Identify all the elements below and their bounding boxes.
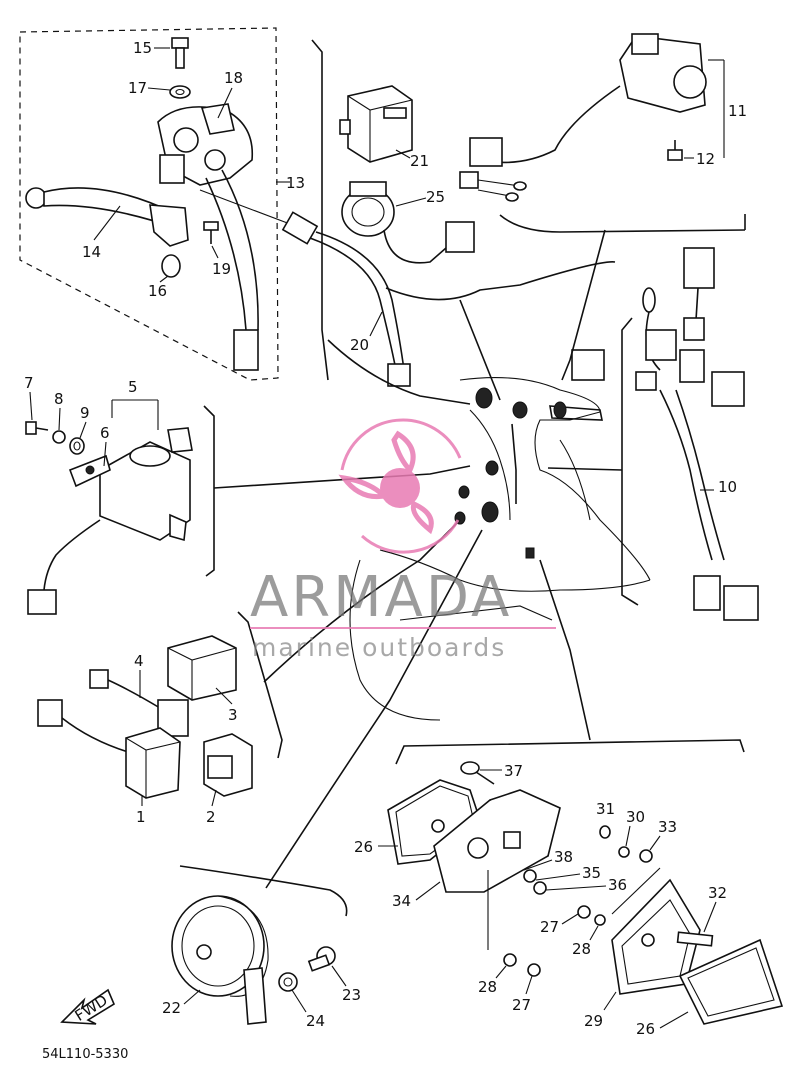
callout-27-b: 27 <box>512 996 531 1014</box>
callout-6: 6 <box>100 424 110 442</box>
relay-21 <box>339 85 413 163</box>
reflector-bracket-29 <box>611 867 701 995</box>
watermark-tagline: marine outboards <box>252 633 506 662</box>
washer-24 <box>278 972 298 992</box>
callout-33: 33 <box>658 818 677 836</box>
callout-21: 21 <box>410 152 429 170</box>
callout-7: 7 <box>24 374 34 392</box>
scooter-body <box>349 349 651 721</box>
callout-36: 36 <box>608 876 627 894</box>
bracket-ignition <box>203 405 215 577</box>
callout-15: 15 <box>133 39 152 57</box>
callout-26-top: 26 <box>354 838 373 856</box>
screw-7 <box>25 421 49 435</box>
watermark-brand: ARMADA <box>250 565 512 630</box>
callout-19: 19 <box>212 260 231 278</box>
watermark: ARMADA marine outboards <box>250 418 556 662</box>
relay-3 <box>167 635 237 701</box>
leader-lines <box>213 229 623 889</box>
lever-14 <box>25 187 189 247</box>
callout-35: 35 <box>582 864 601 882</box>
callout-30: 30 <box>626 808 645 826</box>
screw-12 <box>667 140 683 161</box>
group-13-dashed-box <box>19 27 290 381</box>
callout-17: 17 <box>128 79 147 97</box>
callout-31: 31 <box>596 800 615 818</box>
callout-34: 34 <box>392 892 411 910</box>
callout-9: 9 <box>80 404 90 422</box>
callout-1: 1 <box>136 808 146 826</box>
callout-13: 13 <box>286 174 305 192</box>
washer-9 <box>69 437 85 455</box>
washer-17 <box>169 85 191 99</box>
bolt-32 <box>676 931 714 947</box>
callout-22: 22 <box>162 999 181 1017</box>
bracket-10 <box>621 317 639 606</box>
callout-28-b: 28 <box>478 978 497 996</box>
fwd-arrow-icon: FWD <box>60 988 116 1025</box>
bulb-37 <box>460 761 495 785</box>
wire-harness-20 <box>199 189 411 387</box>
bracket-line-bottom <box>385 261 616 301</box>
callout-12: 12 <box>696 150 715 168</box>
bracket-tail <box>395 739 745 765</box>
flasher-25 <box>341 181 475 264</box>
callout-37: 37 <box>504 762 523 780</box>
callout-26-bottom: 26 <box>636 1020 655 1038</box>
callout-28-a: 28 <box>572 940 591 958</box>
callout-14: 14 <box>82 243 101 261</box>
watermark-logo-hub-icon <box>380 468 420 508</box>
callout-27-a: 27 <box>540 918 559 936</box>
relay-1 <box>37 699 181 799</box>
screw-19 <box>203 221 219 244</box>
switch-housing-18 <box>157 103 259 371</box>
bracket-horn <box>179 865 348 917</box>
callout-10: 10 <box>718 478 737 496</box>
callout-23: 23 <box>342 986 361 1004</box>
callout-18: 18 <box>224 69 243 87</box>
relay-cover-2 <box>203 733 253 797</box>
callout-16: 16 <box>148 282 167 300</box>
switch-11 <box>459 33 725 202</box>
callout-24: 24 <box>306 1012 325 1030</box>
watermark-logo-blade-icon <box>391 430 416 475</box>
screw-15 <box>171 37 189 69</box>
reflector-26-bottom <box>678 938 784 1025</box>
bracket-34 <box>433 789 561 893</box>
callout-8: 8 <box>54 390 64 408</box>
nut-16 <box>161 254 181 278</box>
callout-29: 29 <box>584 1012 603 1030</box>
bolt-23 <box>307 946 336 972</box>
callout-20: 20 <box>350 336 369 354</box>
nuts-and-washers <box>487 825 653 977</box>
callout-25: 25 <box>426 188 445 206</box>
washer-8 <box>52 430 66 444</box>
callout-32: 32 <box>708 884 727 902</box>
callout-3: 3 <box>228 706 238 724</box>
callout-4: 4 <box>134 652 144 670</box>
callout-5: 5 <box>128 378 138 396</box>
bracket-line-right <box>499 214 746 233</box>
callout-2: 2 <box>206 808 216 826</box>
horn-22 <box>171 895 269 1025</box>
drawing-code: 54L110-5330 <box>42 1047 128 1062</box>
ignition-switch-5 <box>27 427 193 615</box>
callout-11: 11 <box>728 102 747 120</box>
callouts: 15 17 18 13 14 16 19 20 21 25 11 12 7 8 … <box>24 39 747 1038</box>
bracket-line-left <box>311 39 329 381</box>
relay-4 <box>89 669 189 737</box>
callout-38: 38 <box>554 848 573 866</box>
wire-harness-10 <box>635 247 759 621</box>
